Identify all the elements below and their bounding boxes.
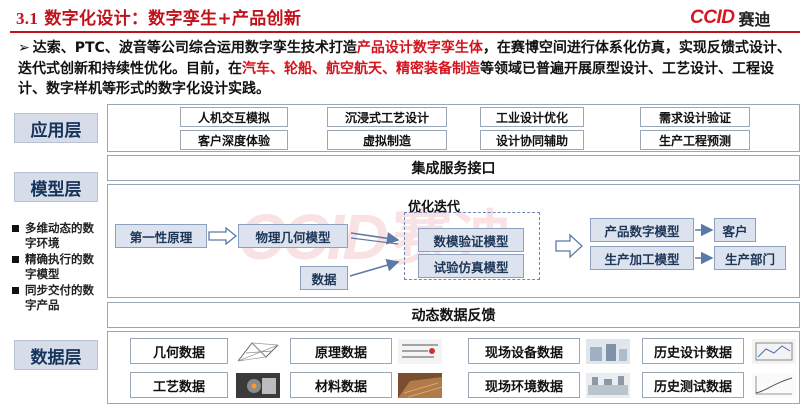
app-tag: 人机交互模拟	[180, 107, 288, 127]
field-environment-thumbnail	[586, 373, 630, 398]
intro-paragraph: ➢达索、PTC、波音等公司综合运用数字孪生技术打造产品设计数字孪生体，在赛博空间…	[18, 38, 798, 100]
app-tag: 客户深度体验	[180, 130, 288, 150]
history-test-thumbnail	[752, 373, 796, 398]
intro-highlight-1: 产品设计数字孪生体	[356, 40, 483, 56]
bullet-item: 精确执行的数字模型	[12, 252, 104, 281]
material-texture-thumbnail	[398, 373, 442, 398]
product-digital-model-box: 产品数字模型	[590, 218, 694, 242]
geometry-wireframe-thumbnail	[237, 342, 279, 362]
field-equipment-thumbnail	[586, 339, 630, 364]
data-item: 现场设备数据	[468, 338, 580, 364]
data-item: 几何数据	[130, 338, 228, 364]
page-title: 3.1 数字化设计：数字孪生+产品创新	[16, 4, 301, 29]
app-tag: 生产工程预测	[640, 130, 750, 150]
app-tag: 设计协同辅助	[480, 130, 584, 150]
first-principle-box: 第一性原理	[115, 224, 207, 248]
customer-box: 客户	[714, 218, 756, 242]
iteration-dashed-frame	[404, 212, 540, 280]
app-tag: 沉浸式工艺设计	[327, 107, 447, 127]
layer-label-app: 应用层	[14, 113, 98, 143]
square-bullet-icon	[12, 256, 19, 263]
physical-geometry-model-box: 物理几何模型	[238, 224, 348, 248]
intro-highlight-2: 汽车、轮船、航空航天、精密装备制造	[242, 60, 480, 77]
history-design-thumbnail	[752, 339, 796, 364]
layer-label-model: 模型层	[14, 172, 98, 202]
process-machining-thumbnail	[236, 373, 280, 398]
square-bullet-icon	[12, 225, 19, 232]
logo-text-en: CCID	[690, 7, 735, 28]
title-divider	[10, 31, 800, 33]
app-tag: 工业设计优化	[480, 107, 584, 127]
data-item: 工艺数据	[130, 372, 228, 398]
layer-label-data: 数据层	[14, 340, 98, 370]
production-dept-box: 生产部门	[714, 246, 786, 270]
data-item: 历史设计数据	[642, 338, 744, 364]
intro-text-1: 达索、PTC、波音等公司综合运用数字孪生技术打造	[32, 40, 357, 56]
data-item: 历史测试数据	[642, 372, 744, 398]
app-tag: 虚拟制造	[327, 130, 447, 150]
dynamic-data-feedback: 动态数据反馈	[107, 302, 800, 328]
data-box: 数据	[300, 266, 348, 290]
bullet-item: 多维动态的数字环境	[12, 221, 104, 250]
intro-text-3: 等领域已普遍开展原型设计、工艺设计、工程设计、数字样机等形式的数字化设计实践。	[18, 60, 774, 98]
data-item: 原理数据	[290, 338, 392, 364]
data-item: 现场环境数据	[468, 372, 580, 398]
production-model-box: 生产加工模型	[590, 246, 694, 270]
square-bullet-icon	[12, 287, 19, 294]
data-item: 材料数据	[290, 372, 392, 398]
model-layer-bullets: 多维动态的数字环境 精确执行的数字模型 同步交付的数字产品	[12, 221, 104, 314]
app-tag: 需求设计验证	[640, 107, 750, 127]
validation-model-box: 数模验证模型	[418, 228, 524, 252]
integration-service-interface: 集成服务接口	[107, 155, 800, 181]
logo-text-cn: 赛迪	[738, 10, 771, 29]
title-number: 3.1	[16, 9, 39, 28]
simulation-model-box: 试验仿真模型	[418, 254, 524, 278]
intro-text-2: ，在赛博空间进行体系化仿真，实现反馈式设计、迭代式创新和持续性优化。目前，在	[18, 40, 791, 77]
optimization-iteration-label: 优化迭代	[408, 200, 461, 215]
bullet-item: 同步交付的数字产品	[12, 283, 104, 312]
principle-schematic-thumbnail	[398, 339, 442, 364]
title-text: 数字化设计：数字孪生+产品创新	[44, 9, 302, 29]
ccid-logo: CCID 赛迪	[690, 6, 770, 30]
arrow-bullet-icon: ➢	[18, 40, 30, 56]
